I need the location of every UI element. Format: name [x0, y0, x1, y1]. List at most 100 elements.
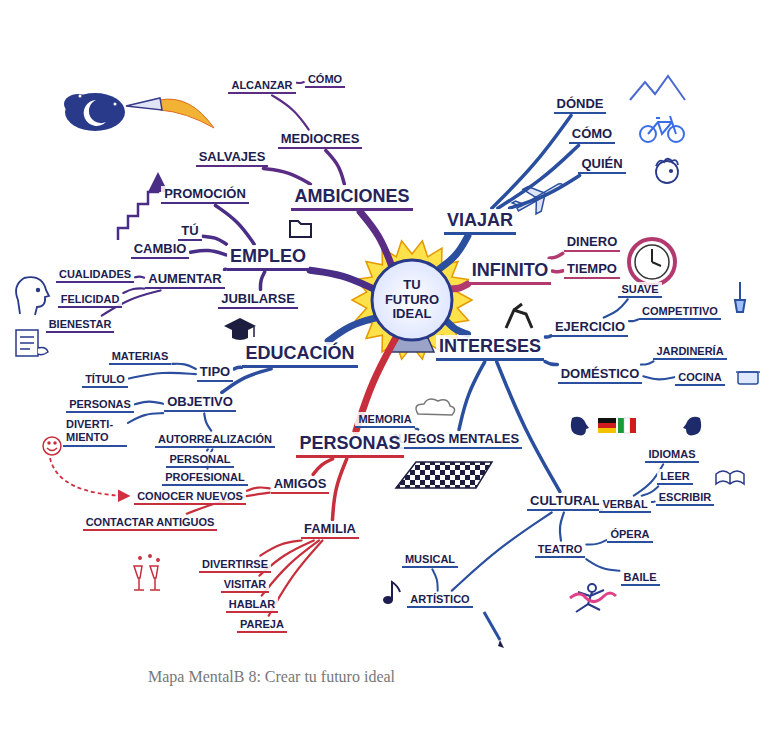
- branch-word: JARDINERÍA: [653, 344, 726, 361]
- branch-line: [272, 95, 309, 129]
- thought-cloud: [416, 399, 455, 415]
- branch-line: [224, 267, 225, 271]
- bicycle: [640, 116, 684, 142]
- branch-label: AMBICIONES: [294, 186, 409, 207]
- clock: [629, 239, 675, 285]
- graduation-cap: [224, 318, 256, 340]
- branch-label: DIVERTI- MIENTO: [66, 418, 124, 443]
- folder-icon: [290, 221, 311, 237]
- branch-word: TÍTULO: [82, 372, 128, 389]
- branch-word: IDIOMAS: [645, 447, 698, 464]
- branch-word: MATERIAS: [109, 349, 172, 366]
- branch-line: [459, 362, 485, 430]
- main-branch-word: PERSONAS: [296, 432, 403, 458]
- branch-line: [215, 205, 254, 244]
- main-branch-word: AMBICIONES: [291, 185, 412, 211]
- branch-label: COCINA: [678, 371, 721, 384]
- branch-word: PERSONAL: [166, 452, 233, 469]
- branch-label: LEER: [660, 470, 689, 483]
- main-branch-word: INTERESES: [436, 335, 544, 361]
- branch-label: TIEMPO: [567, 262, 617, 277]
- branch-label: JUBILARSE: [221, 292, 295, 307]
- branch-label: INTERESES: [439, 336, 541, 357]
- branch-line: [135, 277, 144, 278]
- branch-label: CÓMO: [572, 127, 612, 142]
- branch-label: TIPO: [200, 365, 230, 380]
- branch-word: PAREJA: [237, 617, 287, 634]
- branch-line: [451, 284, 467, 289]
- branch-label: DÓNDE: [557, 97, 604, 112]
- branch-label: PERSONAS: [299, 433, 400, 454]
- figure-caption: Mapa MentalB 8: Crear tu futuro ideal: [148, 668, 395, 686]
- smiley: [43, 437, 61, 455]
- circle-border: [372, 260, 452, 340]
- branch-word: SALVAJES: [196, 149, 269, 168]
- branch-word: COMPETITIVO: [639, 304, 721, 321]
- branch-word: FAMILIA: [301, 521, 359, 540]
- branch-word: CAMBIO: [131, 241, 190, 260]
- branch-word: PERSONAS: [66, 397, 134, 414]
- branch-line: [643, 376, 674, 379]
- branch-line: [204, 413, 211, 430]
- cooking-pot: [736, 372, 760, 384]
- branch-label: PAREJA: [240, 618, 284, 631]
- branch-line: [328, 318, 375, 341]
- branch-line: [263, 168, 310, 184]
- branch-label: CÓMO: [308, 73, 342, 86]
- branch-label: PERSONAL: [169, 453, 230, 466]
- branch-label: FAMILIA: [304, 522, 356, 537]
- branch-word: OBJETIVO: [164, 394, 236, 413]
- branch-line: [172, 364, 196, 369]
- hand-with-paper: [16, 330, 48, 356]
- branch-word: CUALIDADES: [56, 267, 134, 284]
- branch-label: VIAJAR: [447, 210, 513, 231]
- branch-line: [310, 270, 373, 288]
- branch-word: BAILE: [621, 570, 660, 587]
- branch-word: DIVERTIRSE: [199, 557, 271, 574]
- branch-label: MATERIAS: [112, 350, 169, 363]
- promotion-stairs: [118, 182, 158, 240]
- branch-label: MEMORIA: [358, 413, 411, 426]
- branch-line: [586, 540, 606, 544]
- branch-line: [313, 459, 333, 475]
- branch-line: [135, 402, 163, 405]
- branch-label: BIENESTAR: [49, 318, 112, 331]
- branch-word: TIEMPO: [564, 261, 620, 280]
- branch-label: OBJETIVO: [167, 395, 233, 410]
- branch-line: [560, 512, 564, 540]
- branch-word: SUAVE: [618, 282, 661, 299]
- branch-word: CÓMO: [569, 126, 615, 145]
- branch-line: [641, 361, 654, 364]
- branch-word: ESCRIBIR: [656, 490, 715, 507]
- branch-label: JARDINERÍA: [656, 345, 723, 358]
- shovel-icon: [735, 282, 745, 312]
- branch-line: [247, 488, 270, 491]
- branch-word: COCINA: [675, 370, 724, 387]
- branch-word: MEMORIA: [355, 412, 414, 429]
- branch-line: [332, 459, 346, 520]
- central-title: TU FUTURO IDEAL: [380, 278, 444, 323]
- branch-word: MEDIOCRES: [278, 131, 363, 150]
- branch-line: [432, 569, 437, 590]
- branch-label: VERBAL: [602, 498, 647, 511]
- branch-word: VISITAR: [221, 577, 270, 594]
- branch-line: [586, 559, 619, 571]
- main-branch-word: VIAJAR: [444, 209, 516, 235]
- branch-word: MUSICAL: [402, 552, 458, 569]
- branch-label: TEATRO: [538, 543, 582, 556]
- branch-label: FELICIDAD: [61, 293, 120, 306]
- branch-label: EJERCICIO: [555, 320, 625, 335]
- branch-line: [545, 362, 557, 365]
- mountains: [630, 76, 685, 100]
- branch-line: [545, 336, 551, 337]
- branch-word: PROMOCIÓN: [161, 186, 249, 205]
- branch-line: [190, 250, 226, 254]
- paint-brush: [484, 612, 504, 648]
- branch-line: [549, 253, 563, 258]
- branch-word: AMIGOS: [271, 476, 330, 495]
- branch-label: EDUCACIÓN: [245, 343, 354, 364]
- face-curly: [656, 159, 678, 183]
- branch-line: [439, 236, 468, 269]
- branch-label: QUIÉN: [581, 157, 622, 172]
